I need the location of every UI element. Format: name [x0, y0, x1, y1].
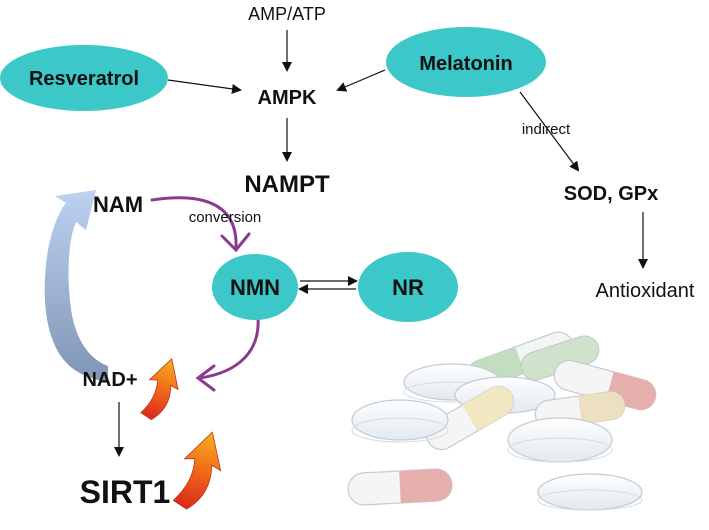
label-melatonin: Melatonin — [419, 53, 512, 75]
sirt1-up-arrow-icon — [172, 431, 222, 510]
label-indirect: indirect — [522, 121, 571, 138]
capsule-tan — [534, 391, 626, 429]
arrow-nam-to-nmn — [150, 196, 238, 250]
label-nmn: NMN — [230, 275, 280, 300]
arrow-melatonin-to-ampk — [336, 69, 386, 92]
label-nr: NR — [392, 275, 424, 300]
purple-arrows — [150, 196, 260, 392]
resveratrol-ellipse — [0, 45, 168, 111]
label-sirt1: SIRT1 — [80, 474, 171, 510]
label-nad: NAD+ — [82, 369, 137, 391]
black-arrows — [114, 30, 648, 457]
arrow-melatonin-to-sod — [519, 91, 580, 172]
label-nampt: NAMPT — [244, 171, 330, 198]
label-conversion: conversion — [189, 209, 262, 226]
capsule-red-bottom — [347, 468, 453, 506]
tablet-5 — [537, 473, 643, 511]
tablet-4 — [507, 417, 613, 463]
melatonin-ellipse — [386, 27, 546, 97]
label-ampk: AMPK — [258, 87, 317, 109]
nmn-ellipse — [212, 254, 298, 320]
label-nam: NAM — [93, 192, 143, 217]
blue-recycle-arrow — [44, 190, 108, 382]
arrow-resveratrol-to-ampk — [167, 79, 242, 94]
label-resveratrol: Resveratrol — [29, 68, 139, 90]
nad-up-arrow-icon — [140, 358, 179, 421]
label-sod-gpx: SOD, GPx — [564, 183, 658, 205]
nr-ellipse — [358, 252, 458, 322]
label-antioxidant: Antioxidant — [596, 280, 695, 302]
tablet-3 — [351, 399, 449, 441]
pills-illustration — [347, 331, 657, 511]
label-amp-atp: AMP/ATP — [248, 4, 326, 24]
arrow-nmn-to-nad — [198, 316, 260, 380]
capsule-yellow — [425, 385, 515, 451]
